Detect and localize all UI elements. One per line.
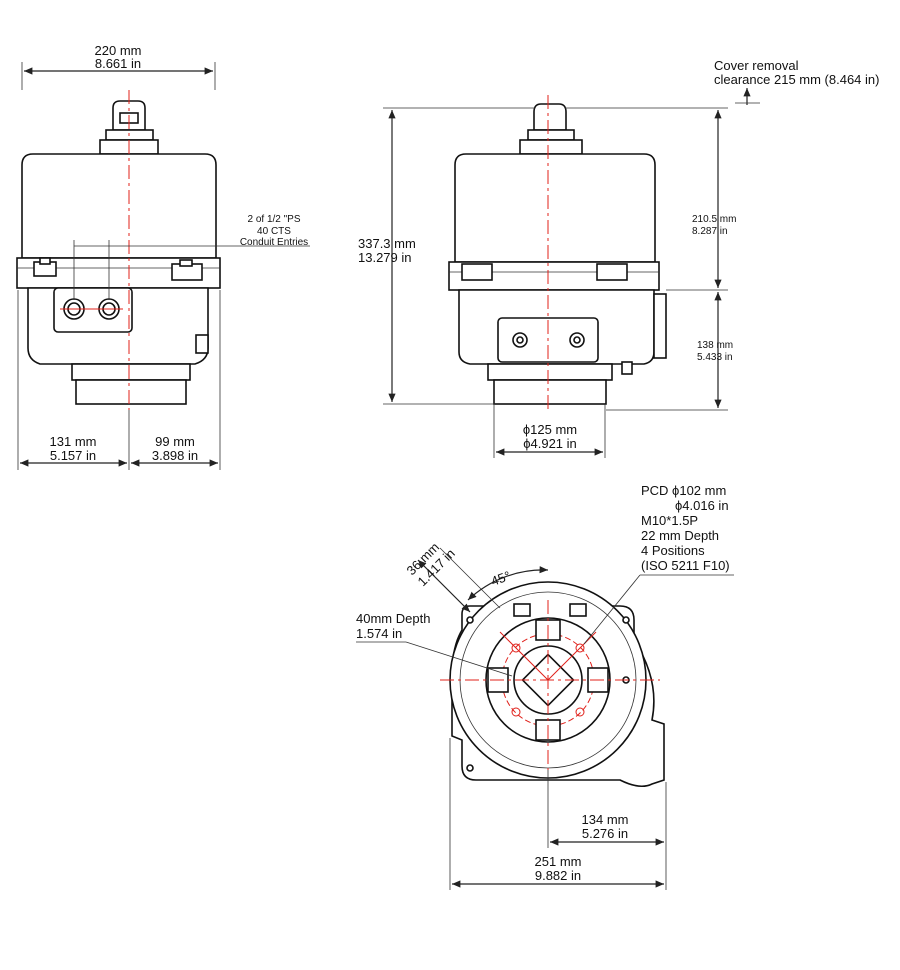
front-width-in: 8.661 in xyxy=(95,56,141,71)
front-left-mm: 131 mm xyxy=(50,434,97,449)
conduit-note-line2: 40 CTS xyxy=(257,226,291,237)
front-right-mm: 99 mm xyxy=(155,434,195,449)
side-bolt-right xyxy=(596,263,628,281)
pcd-label-in: ϕ4.016 in xyxy=(675,498,729,513)
iso-label: (ISO 5211 F10) xyxy=(641,558,730,573)
front-right-in: 3.898 in xyxy=(152,448,198,463)
front-left-in: 5.157 in xyxy=(50,448,96,463)
front-base xyxy=(75,379,187,405)
lower-height-mm: 138 mm xyxy=(697,340,733,351)
front-bolt-right xyxy=(171,259,203,281)
front-bolt-left xyxy=(33,257,57,277)
bolt-hole-1 xyxy=(511,643,521,653)
side-view: Cover removal clearance 215 mm (8.464 in… xyxy=(358,58,879,458)
thread-label: M10*1.5P xyxy=(641,513,698,528)
cover-removal-note-line2: clearance 215 mm (8.464 in) xyxy=(714,72,879,87)
upper-height-mm: 210.5 mm xyxy=(692,214,736,225)
upper-height-in: 8.287 in xyxy=(692,226,728,237)
bolt-hole-3 xyxy=(511,707,521,717)
front-view: 220 mm 8.661 in xyxy=(16,43,310,470)
overall-width-in: 9.882 in xyxy=(535,868,581,883)
depth-label-in: 1.574 in xyxy=(356,626,402,641)
bottom-boss-right xyxy=(569,603,587,617)
conduit-note-line1: 2 of 1/2 "PS xyxy=(247,214,300,225)
overall-width-mm: 251 mm xyxy=(535,854,582,869)
offset-mm: 134 mm xyxy=(582,812,629,827)
side-cover xyxy=(454,153,656,263)
base-diameter-mm: ϕ125 mm xyxy=(523,422,577,437)
cover-removal-note-line1: Cover removal xyxy=(714,58,799,73)
side-handwheel-boss xyxy=(653,293,667,359)
angle-arc xyxy=(467,566,549,601)
thread-depth-label: 22 mm Depth xyxy=(641,528,719,543)
positions-label: 4 Positions xyxy=(641,543,705,558)
lower-height-in: 5.433 in xyxy=(697,352,733,363)
base-diameter-in: ϕ4.921 in xyxy=(523,436,577,451)
side-neck xyxy=(487,363,613,381)
front-cover xyxy=(21,153,217,259)
side-height-mm: 337.3 mm xyxy=(358,236,416,251)
pcd-label: PCD ϕ102 mm xyxy=(641,483,726,498)
bolt-hole-2 xyxy=(575,643,585,653)
depth-label-mm: 40mm Depth xyxy=(356,611,430,626)
side-base xyxy=(493,379,607,405)
bottom-boss-left xyxy=(513,603,531,617)
side-height-in: 13.279 in xyxy=(358,250,412,265)
side-indicator-cap xyxy=(519,103,583,155)
offset-in: 5.276 in xyxy=(582,826,628,841)
side-bolt-left xyxy=(461,263,493,281)
angle-label: 45° xyxy=(489,568,513,589)
bolt-hole-4 xyxy=(575,707,585,717)
conduit-note-line3: Conduit Entries xyxy=(240,237,308,248)
bottom-view: PCD ϕ102 mm ϕ4.016 in M10*1.5P 22 mm Dep… xyxy=(356,483,734,890)
front-neck xyxy=(71,363,191,381)
front-width-mm: 220 mm xyxy=(95,43,142,58)
